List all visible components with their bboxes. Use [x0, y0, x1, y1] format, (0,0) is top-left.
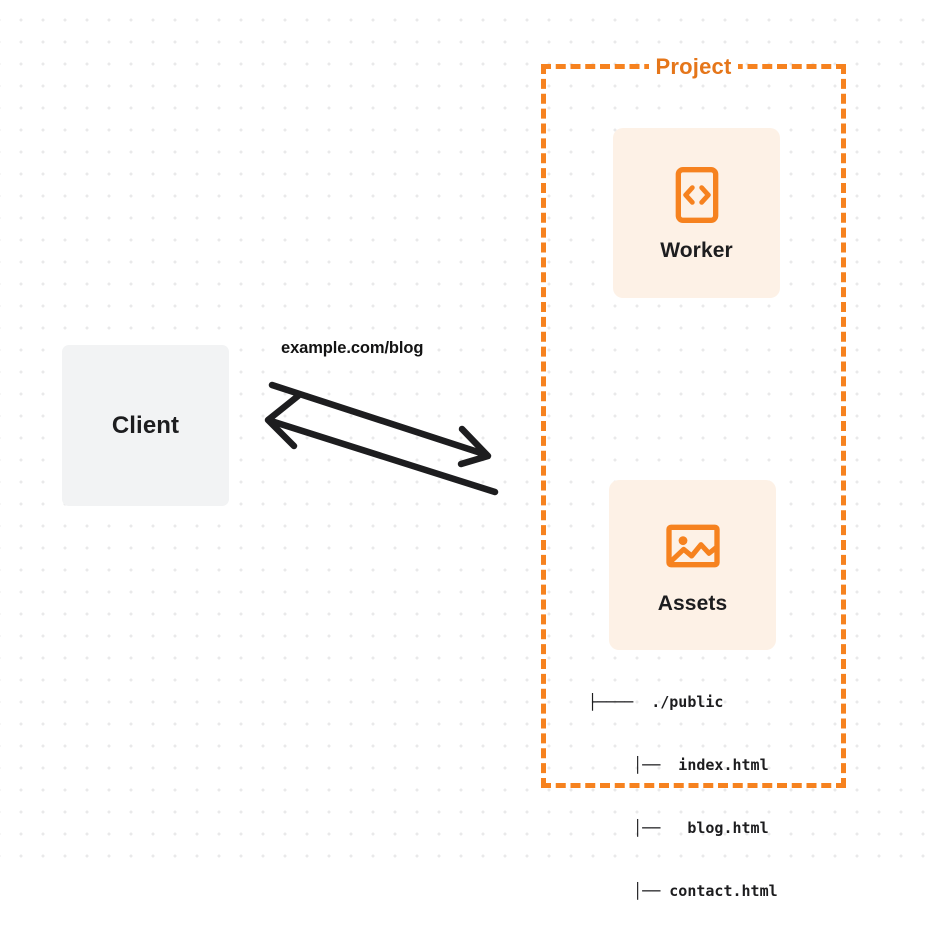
- code-brackets-icon: [675, 167, 718, 223]
- request-url-label: example.com/blog: [281, 339, 424, 357]
- connector-svg: [264, 381, 499, 496]
- file-tree-row-3: │── contact.html: [588, 882, 778, 900]
- worker-label: Worker: [660, 239, 733, 262]
- worker-card[interactable]: Worker: [613, 128, 780, 298]
- diagram-canvas: Client example.com/blog Project Worke: [0, 0, 938, 900]
- image-icon: [665, 524, 720, 568]
- asset-file-tree: ├──── ./public │── index.html │── blog.h…: [588, 650, 778, 944]
- project-container: Project: [541, 54, 846, 788]
- file-tree-row-2: │── blog.html: [588, 819, 769, 837]
- response-arrow: [264, 392, 499, 496]
- client-node[interactable]: Client: [62, 345, 229, 506]
- request-arrow: [268, 381, 492, 468]
- file-tree-row-1: │── index.html: [588, 756, 769, 774]
- client-label: Client: [111, 411, 180, 439]
- assets-label: Assets: [657, 592, 728, 615]
- assets-card[interactable]: Assets: [609, 480, 776, 650]
- connector-arrows: [250, 360, 510, 510]
- file-tree-row-0: ├──── ./public: [588, 693, 724, 711]
- project-title: Project: [648, 54, 739, 80]
